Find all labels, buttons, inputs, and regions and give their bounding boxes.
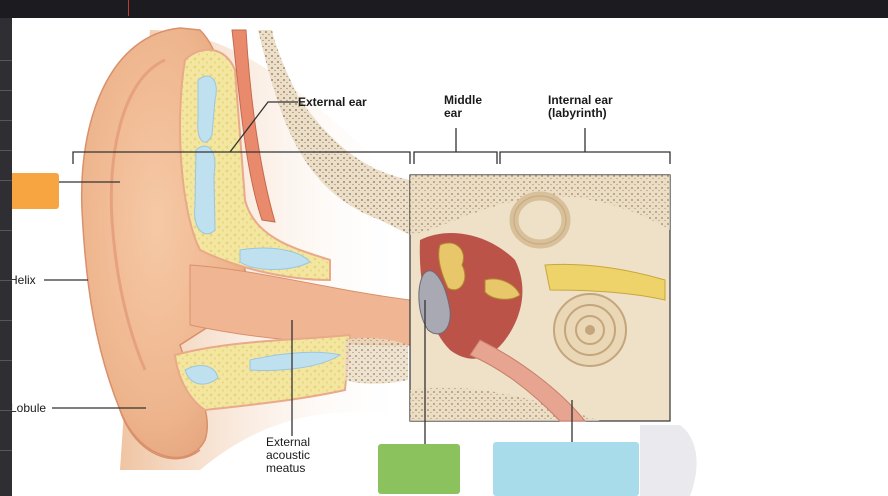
answer-box-blue[interactable]: [493, 442, 639, 496]
label-middle-ear: Middle ear: [444, 94, 482, 120]
label-external-acoustic-meatus: External acoustic meatus: [266, 436, 310, 475]
top-toolbar: [0, 0, 888, 18]
label-meatus-line2: acoustic: [266, 448, 311, 462]
label-internal-ear-line1: Internal ear: [548, 93, 613, 107]
label-external-ear: External ear: [298, 95, 367, 109]
label-helix: Helix: [12, 273, 36, 287]
ear-anatomy-illustration: [44, 27, 697, 496]
diagram-canvas: External ear Middle ear Internal ear (la…: [12, 18, 888, 496]
label-meatus-line1: External: [266, 435, 311, 449]
label-internal-ear-line2: (labyrinth): [548, 106, 607, 120]
label-middle-ear-line1: Middle: [444, 93, 482, 107]
label-meatus-line3: meatus: [266, 461, 306, 475]
label-middle-ear-line2: ear: [444, 106, 463, 120]
answer-box-green[interactable]: [378, 444, 460, 494]
label-internal-ear: Internal ear (labyrinth): [548, 94, 613, 120]
label-lobule: Lobule: [12, 401, 47, 415]
answer-box-orange[interactable]: [12, 173, 59, 209]
left-slide-strip[interactable]: [0, 18, 12, 496]
cursor-marker: [128, 0, 129, 16]
